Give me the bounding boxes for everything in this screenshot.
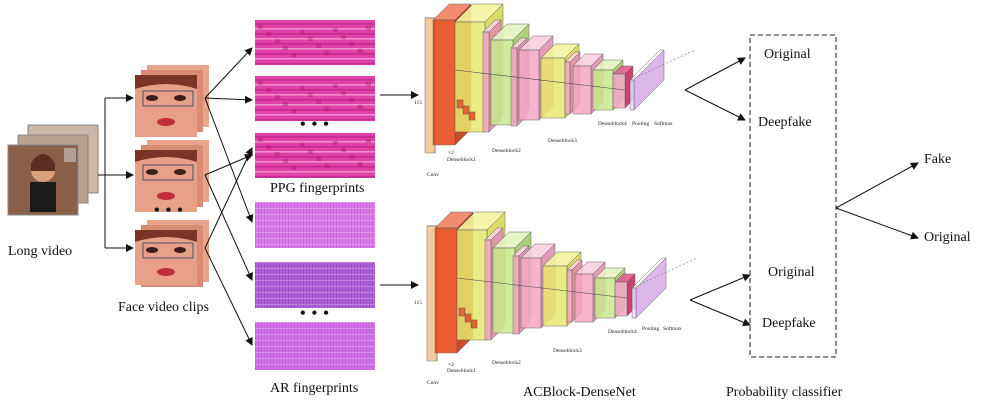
video-to-clips-arrows (98, 94, 134, 252)
classifier-top-original: Original (764, 47, 811, 62)
net-top-d1: Denseblock1 (447, 157, 476, 163)
net-bottom-soft: Softmax (663, 326, 682, 332)
net-bottom-d3: Denseblock3 (553, 348, 582, 354)
face-clips-label: Face video clips (118, 300, 209, 315)
ppg-strips (255, 20, 375, 178)
net-top-size: 115 (414, 100, 423, 106)
classifier-bottom-deepfake: Deepfake (762, 316, 816, 331)
ppg-ellipsis: ••• (300, 116, 335, 133)
classifier-to-result-arrows (835, 162, 919, 240)
net-top-soft: Softmax (654, 121, 673, 127)
clips-to-fingerprints-arrows (204, 47, 254, 346)
net-top-conv: Conv (427, 172, 439, 178)
result-original: Original (924, 230, 971, 245)
long-video-frames (7, 124, 99, 216)
net-bottom-d1: Denseblock1 (447, 368, 476, 374)
net-top-d2: Denseblock2 (492, 148, 521, 154)
net-to-classifier-arrows (684, 57, 751, 326)
face-clip-3 (135, 220, 209, 287)
ar-grid (255, 202, 375, 370)
ar-ellipsis: ••• (300, 305, 335, 322)
clips-ellipsis: ••• (154, 202, 189, 219)
net-label: ACBlock-DenseNet (523, 385, 636, 400)
densenet-top (424, 3, 696, 154)
classifier-label: Probability classifier (726, 385, 843, 400)
classifier-box (749, 34, 837, 358)
result-fake: Fake (924, 152, 952, 167)
classifier-bottom-original: Original (768, 265, 815, 280)
net-bottom-d4: Denseblock4 (608, 329, 637, 335)
ppg-label: PPG fingerprints (270, 181, 365, 196)
densenet-bottom (426, 211, 698, 362)
net-top-k: ×2 (448, 150, 454, 156)
classifier-top-deepfake: Deepfake (758, 115, 812, 130)
face-clip-2 (135, 140, 209, 212)
ar-label: AR fingerprints (270, 381, 359, 396)
net-bottom-size: 115 (414, 300, 423, 306)
net-top-d4: Denseblock4 (598, 121, 627, 127)
long-video-label: Long video (8, 244, 73, 259)
net-top-pool: Pooling (632, 121, 650, 127)
fingerprints-to-net-arrows (380, 91, 419, 289)
net-bottom-conv: Conv (427, 380, 439, 386)
net-bottom-pool: Pooling (642, 326, 660, 332)
net-bottom-d2: Denseblock2 (492, 360, 521, 366)
face-clip-1 (135, 65, 209, 137)
net-top-d3: Denseblock3 (548, 138, 577, 144)
ppg-bands (255, 23, 375, 178)
net-bottom-k: ×2 (448, 362, 454, 368)
